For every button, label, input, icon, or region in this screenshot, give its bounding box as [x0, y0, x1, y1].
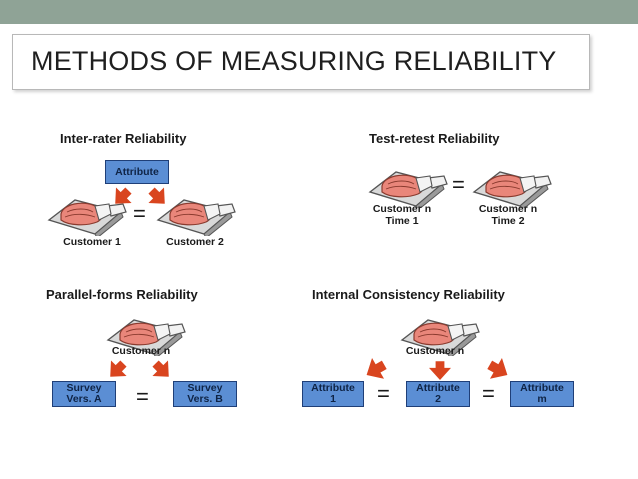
- equals-sign: =: [482, 381, 495, 406]
- test-retest-title: Test-retest Reliability: [369, 131, 500, 146]
- equals-sign: =: [133, 201, 146, 226]
- customer-device-icon: [47, 192, 127, 236]
- title-box: METHODS OF MEASURING RELIABILITY: [12, 34, 590, 90]
- arrow-down-left-icon: [365, 357, 389, 381]
- customer-device-icon: [472, 164, 552, 208]
- customer-n-label: Customer n: [111, 345, 171, 357]
- customer-device-icon: [368, 164, 448, 208]
- customer-2-label: Customer 2: [166, 236, 224, 248]
- equals-sign: =: [377, 381, 390, 406]
- inter-rater-title: Inter-rater Reliability: [60, 131, 187, 146]
- customer-device-icon: [156, 192, 236, 236]
- parallel-forms-title: Parallel-forms Reliability: [46, 287, 198, 302]
- customer-n-label: Customer n: [405, 345, 465, 357]
- arrow-down-left-icon: [107, 358, 129, 380]
- arrow-down-right-icon: [150, 358, 172, 380]
- customer-1-label: Customer 1: [63, 236, 121, 248]
- top-accent-bar: [0, 0, 638, 24]
- slide-title: METHODS OF MEASURING RELIABILITY: [31, 46, 557, 76]
- attribute-box: Attribute: [105, 160, 169, 184]
- equals-sign: =: [136, 384, 149, 409]
- arrow-down-right-icon: [485, 357, 509, 381]
- equals-sign: =: [452, 172, 465, 197]
- arrow-down-icon: [429, 358, 451, 380]
- internal-consistency-title: Internal Consistency Reliability: [312, 287, 505, 302]
